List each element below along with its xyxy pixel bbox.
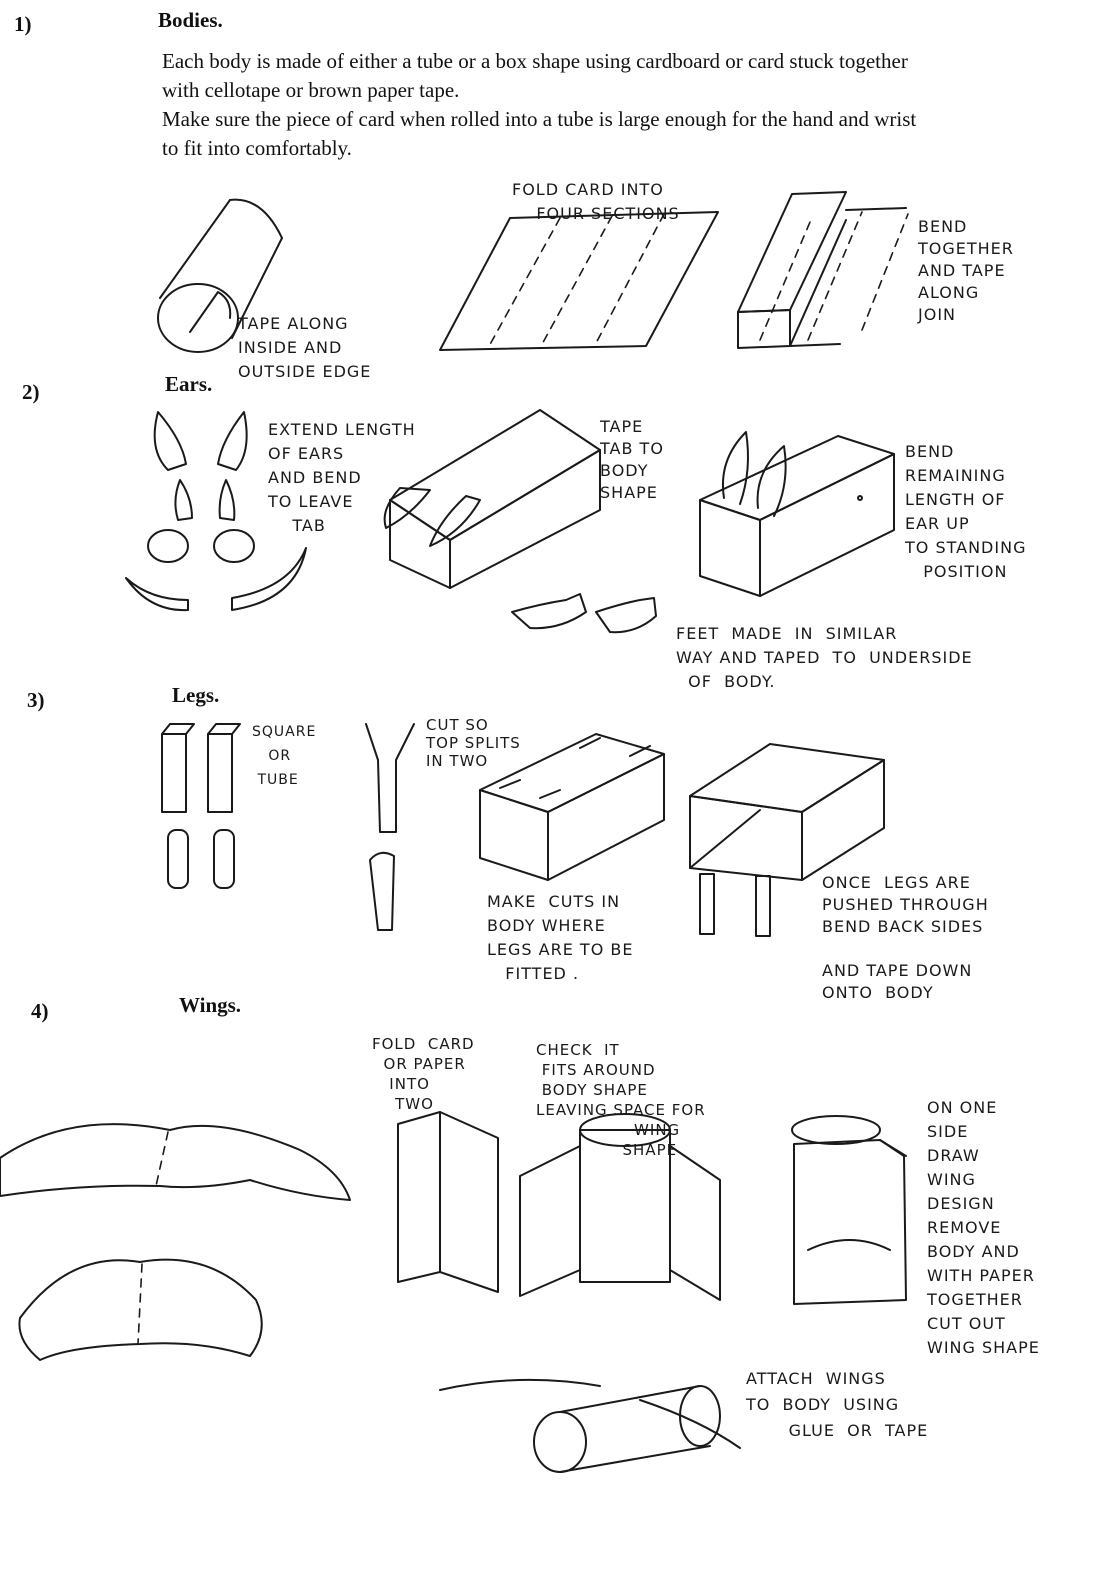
attached-wings-sketch [439,1378,741,1473]
note-cut-so: CUT SO TOP SPLITS IN TWO [426,716,521,770]
legs-through-box-sketch [689,743,885,937]
note-feet: FEET MADE IN SIMILAR WAY AND TAPED TO UN… [676,624,973,691]
section-3-title: Legs. [172,683,220,707]
split-leg-sketch [365,723,415,931]
folded-paper-sketch [397,1111,499,1293]
note-tape-tab: TAPE TAB TO BODY SHAPE [600,417,664,502]
leg-pieces-sketch [161,723,241,889]
note-fold-paper: FOLD CARD OR PAPER INTO TWO [372,1035,475,1113]
intro-paragraph: Each body is made of either a tube or a … [162,47,922,163]
folded-card-sketch [439,211,719,351]
ear-pieces-sketch [125,411,307,612]
note-once-legs: ONCE LEGS ARE PUSHED THROUGH BEND BACK S… [822,873,989,1002]
leg-box-sketch [479,733,665,881]
note-on-one-side: ON ONE SIDE DRAW WING DESIGN REMOVE BODY… [927,1098,1040,1357]
note-make-cuts: MAKE CUTS IN BODY WHERE LEGS ARE TO BE F… [487,892,634,983]
note-attach-wings: ATTACH WINGS TO BODY USING GLUE OR TAPE [746,1369,929,1440]
note-bend-remaining: BEND REMAINING LENGTH OF EAR UP TO STAND… [905,442,1027,581]
section-2-number: 2) [22,380,40,404]
intro-line-2: Make sure the piece of card when rolled … [162,107,917,160]
tube-sketch [157,198,283,353]
note-bend-together: BEND TOGETHER AND TAPE ALONG JOIN [918,217,1014,324]
section-1-title: Bodies. [158,8,223,32]
section-3-number: 3) [27,688,45,712]
box-join-sketch [737,191,909,349]
section-4-number: 4) [31,999,49,1023]
ear-box-sketch [383,409,601,589]
section-2-title: Ears. [165,372,213,396]
note-tape-along: TAPE ALONG INSIDE AND OUTSIDE EDGE [238,314,372,381]
wing-outline-sketch [0,1123,351,1361]
section-4-title: Wings. [179,993,242,1017]
note-square-tube: SQUARE OR TUBE [252,724,317,788]
paper-around-tube-sketch [519,1113,721,1301]
note-extend-ears: EXTEND LENGTH OF EARS AND BEND TO LEAVE … [268,420,416,535]
feet-sketch [511,593,657,634]
wing-design-sketch [791,1115,907,1305]
intro-line-1: Each body is made of either a tube or a … [162,49,908,102]
standing-ears-box-sketch [699,431,895,597]
section-1-number: 1) [14,12,32,36]
